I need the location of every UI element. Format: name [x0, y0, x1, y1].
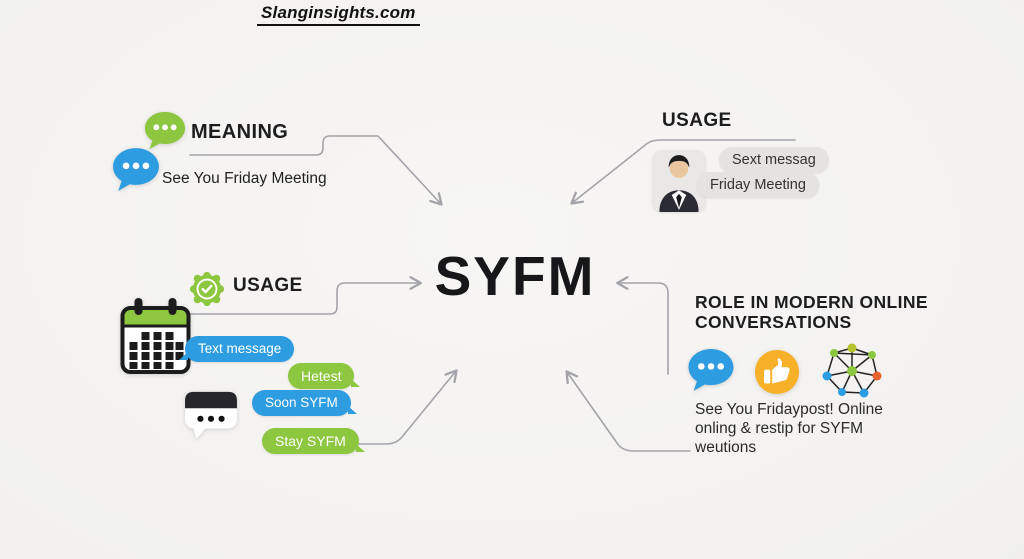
usage-left-bubble: Soon SYFM — [252, 390, 357, 416]
meaning-title: MEANING — [191, 121, 289, 143]
role-description-line3: weutions — [695, 439, 757, 456]
usage-left-bubble: Stay SYFM — [262, 428, 365, 454]
typing-chat-icon — [182, 390, 240, 440]
network-icon — [822, 343, 882, 399]
usage-left-bubble: Hetest — [288, 363, 361, 389]
role-title-line2: CONVERSATIONS — [695, 312, 852, 332]
arrow-role-bottom-to-term — [565, 370, 691, 452]
chat-bubble-icon — [686, 347, 736, 394]
arrow-role-to-term — [616, 276, 669, 375]
meaning-definition: See You Friday Meeting — [162, 170, 327, 187]
usage-left-bubble: Text message — [178, 336, 295, 362]
usage-top-title: USAGE — [662, 110, 732, 131]
usage-left-title: USAGE — [233, 275, 303, 296]
usage-top-bubble: Friday Meeting — [697, 172, 819, 198]
usage-top-bubble: Sext messag — [719, 147, 829, 173]
thumbs-up-icon — [754, 349, 800, 395]
term-title: SYFM — [434, 245, 596, 307]
role-description-line1: See You Fridaypost! Online — [695, 401, 883, 418]
role-description-line2: onling & restip for SYFM — [695, 420, 863, 437]
verified-badge-icon — [188, 270, 226, 308]
calendar-icon — [117, 296, 194, 378]
chat-bubble-icon — [142, 110, 188, 152]
arrow-stay-bubble-to-term — [351, 369, 458, 445]
site-title: Slanginsights.com — [257, 3, 420, 26]
chat-bubble-icon — [110, 146, 162, 194]
role-title-line1: ROLE IN MODERN ONLINE — [695, 292, 928, 312]
